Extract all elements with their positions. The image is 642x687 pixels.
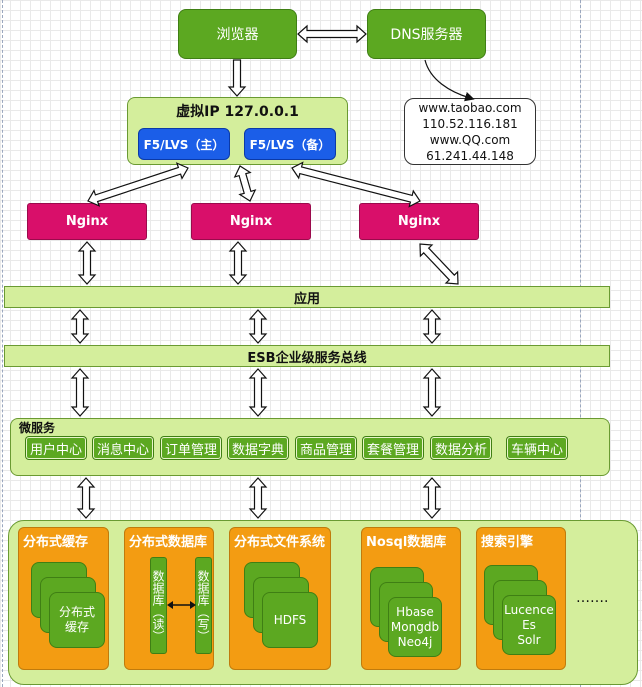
search-item-3: Solr xyxy=(517,632,541,647)
service-vehicle-center[interactable]: 车辆中心 xyxy=(507,437,567,459)
service-package-management[interactable]: 套餐管理 xyxy=(363,437,423,459)
dist-cache-text-2: 缓存 xyxy=(64,620,89,634)
db-write-label: 数据库（写） xyxy=(196,569,210,642)
service-label: 订单管理 xyxy=(164,442,217,458)
search-card[interactable]: Lucence Es Solr xyxy=(502,595,556,655)
nosql-title: Nosql数据库 xyxy=(366,535,447,550)
dist-cache-card[interactable]: 分布式 缓存 xyxy=(49,592,105,648)
search-item-2: Es xyxy=(522,617,536,632)
db-read-label: 数据库（读） xyxy=(151,569,165,642)
esb-layer-label: ESB企业级服务总线 xyxy=(247,350,367,366)
lvs-primary-label: F5/LVS（主） xyxy=(143,137,225,152)
db-write-node[interactable]: 数据库（写） xyxy=(195,557,212,654)
arrow-browser-vip xyxy=(227,59,247,97)
nginx-node-1[interactable]: Nginx xyxy=(27,203,147,240)
arrow-esb-micro-1 xyxy=(70,368,90,417)
service-label: 套餐管理 xyxy=(366,442,419,458)
nginx-label-1: Nginx xyxy=(65,214,109,229)
dns-note-line-2: 110.52.116.181 xyxy=(422,116,518,131)
service-label: 数据字典 xyxy=(231,442,284,458)
arrow-micro-storage-1 xyxy=(76,477,96,519)
service-data-analysis[interactable]: 数据分析 xyxy=(431,437,491,459)
dist-cache-text-1: 分布式 xyxy=(58,605,95,619)
application-layer-label: 应用 xyxy=(293,291,320,307)
virtual-ip-title: 虚拟IP 127.0.0.1 xyxy=(176,104,299,120)
nginx-node-3[interactable]: Nginx xyxy=(359,203,479,240)
dns-note-line-3: www.QQ.com xyxy=(429,132,511,147)
nginx-label-3: Nginx xyxy=(397,214,441,229)
dist-db-title: 分布式数据库 xyxy=(129,535,208,550)
db-read-node[interactable]: 数据库（读） xyxy=(150,557,167,654)
service-order-management[interactable]: 订单管理 xyxy=(161,437,221,459)
arrow-lvs-nginx-1 xyxy=(87,162,189,207)
arrow-app-esb-3 xyxy=(422,309,442,344)
lvs-backup-label: F5/LVS（备） xyxy=(249,137,331,152)
service-user-center[interactable]: 用户中心 xyxy=(26,437,86,459)
dns-server-label: DNS服务器 xyxy=(390,27,463,43)
arrow-app-esb-2 xyxy=(248,309,268,344)
nginx-node-2[interactable]: Nginx xyxy=(191,203,311,240)
guide-line-left xyxy=(2,0,3,687)
nosql-item-2: Mongdb xyxy=(390,619,440,634)
arrow-nginx-app-1 xyxy=(77,241,97,285)
nginx-label-2: Nginx xyxy=(229,214,273,229)
nosql-item-3: Neo4j xyxy=(397,634,433,649)
dns-note-line-1: www.taobao.com xyxy=(418,100,522,115)
esb-layer-bar[interactable]: ESB企业级服务总线 xyxy=(4,345,610,367)
db-arrow-head-left xyxy=(167,601,173,609)
arrow-micro-storage-2 xyxy=(248,477,268,519)
browser-node[interactable]: 浏览器 xyxy=(178,9,297,59)
arrow-app-esb-1 xyxy=(70,309,90,344)
service-label: 车辆中心 xyxy=(510,442,563,458)
arrow-lvs-nginx-3 xyxy=(291,161,421,208)
dns-server-node[interactable]: DNS服务器 xyxy=(367,9,486,59)
dist-cache-title: 分布式缓存 xyxy=(23,535,89,550)
service-product-management[interactable]: 商品管理 xyxy=(296,437,356,459)
hdfs-label: HDFS xyxy=(273,612,307,627)
guide-line-right xyxy=(580,0,581,687)
nosql-card[interactable]: Hbase Mongdb Neo4j xyxy=(388,597,442,657)
application-layer-bar[interactable]: 应用 xyxy=(4,286,610,308)
search-item-1: Lucence xyxy=(504,602,554,617)
service-label: 消息中心 xyxy=(96,442,149,458)
arrow-nginx-app-2 xyxy=(228,241,248,285)
browser-label: 浏览器 xyxy=(216,27,259,43)
service-label: 数据分析 xyxy=(434,442,487,458)
arrow-nginx-app-3 xyxy=(419,243,459,285)
service-label: 用户中心 xyxy=(29,442,82,458)
db-arrow-head-right xyxy=(190,601,196,609)
more-ellipsis: ……. xyxy=(576,590,609,606)
arrow-micro-storage-3 xyxy=(422,477,442,519)
service-message-center[interactable]: 消息中心 xyxy=(93,437,153,459)
dns-callout-line xyxy=(424,59,475,102)
arrow-esb-micro-3 xyxy=(422,368,442,417)
search-engine-title: 搜索引擎 xyxy=(481,535,534,550)
nosql-item-1: Hbase xyxy=(396,604,434,619)
dist-fs-title: 分布式文件系统 xyxy=(234,535,326,550)
dns-record-note: www.taobao.com 110.52.116.181 www.QQ.com… xyxy=(404,98,536,165)
dns-note-line-4: 61.241.44.148 xyxy=(426,148,514,163)
service-data-dictionary[interactable]: 数据字典 xyxy=(228,437,288,459)
microservices-title: 微服务 xyxy=(19,421,56,435)
arrow-esb-micro-2 xyxy=(248,368,268,417)
lvs-primary-node[interactable]: F5/LVS（主） xyxy=(138,128,230,160)
lvs-backup-node[interactable]: F5/LVS（备） xyxy=(244,128,336,160)
arrow-lvs-nginx-2 xyxy=(233,165,257,202)
service-label: 商品管理 xyxy=(299,442,352,458)
dist-fs-card[interactable]: HDFS xyxy=(262,592,318,648)
arrow-browser-dns xyxy=(297,24,367,44)
